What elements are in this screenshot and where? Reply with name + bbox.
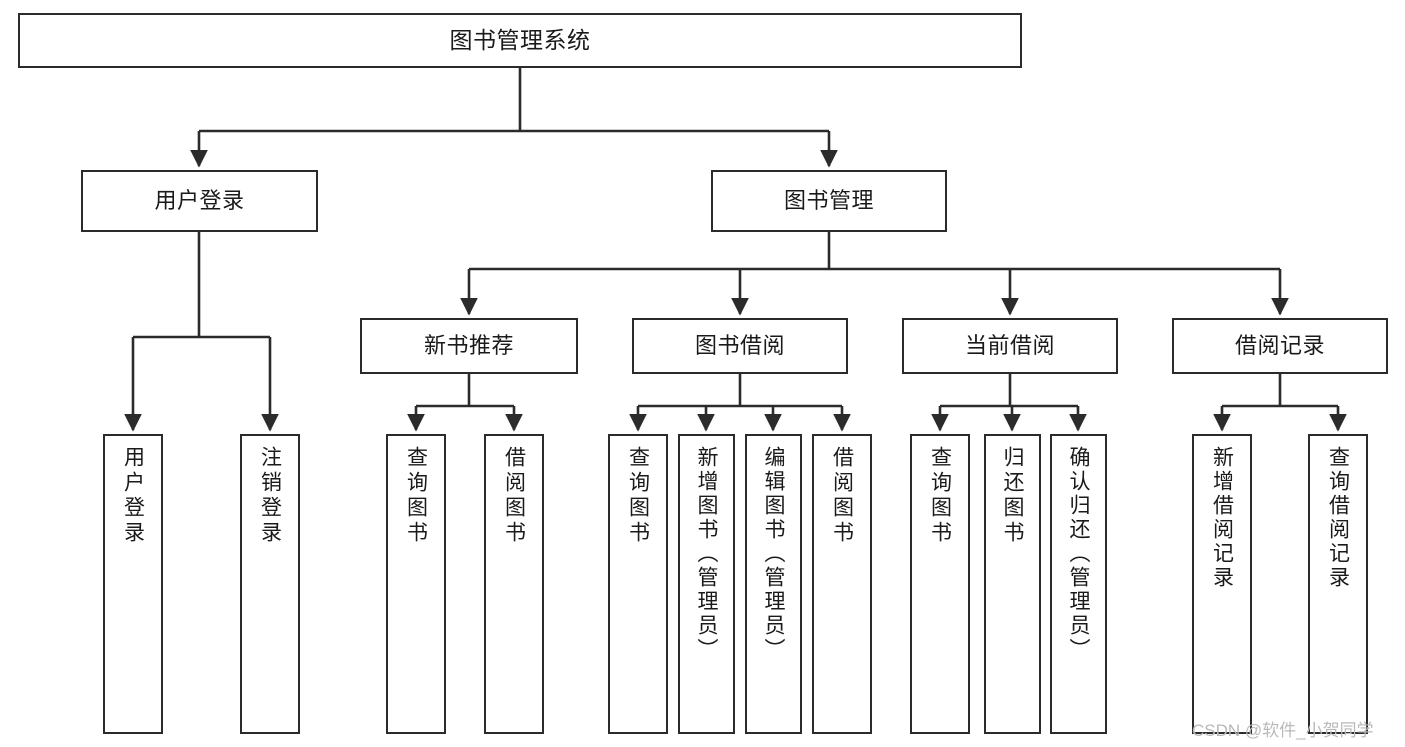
node-leaf-return-book[interactable]: 归还图书 [984, 434, 1041, 734]
node-leaf-add-record[interactable]: 新增借阅记录 [1192, 434, 1252, 734]
node-leaf-confirm-return[interactable]: 确认归还（管理员） [1050, 434, 1107, 734]
node-leaf-user-login-label: 用户登录 [121, 446, 145, 546]
node-leaf-borrow-book-2[interactable]: 借阅图书 [812, 434, 872, 734]
node-leaf-query-book-1[interactable]: 查询图书 [386, 434, 446, 734]
node-leaf-query-book-2[interactable]: 查询图书 [608, 434, 668, 734]
node-borrow-record-label: 借阅记录 [1234, 333, 1325, 359]
node-leaf-borrow-book-1[interactable]: 借阅图书 [484, 434, 544, 734]
node-leaf-borrow-book-2-label: 借阅图书 [830, 446, 854, 546]
node-leaf-confirm-return-label: 确认归还（管理员） [1067, 446, 1090, 662]
node-leaf-user-login[interactable]: 用户登录 [103, 434, 163, 734]
node-borrow-record[interactable]: 借阅记录 [1172, 318, 1388, 374]
node-current-borrow-label: 当前借阅 [964, 333, 1055, 359]
node-leaf-query-book-3-label: 查询图书 [928, 446, 952, 546]
watermark: CSDN @软件_小贺同学 [1192, 721, 1374, 740]
node-user-login[interactable]: 用户登录 [81, 170, 318, 232]
node-leaf-add-book[interactable]: 新增图书（管理员） [678, 434, 735, 734]
node-book-manage[interactable]: 图书管理 [711, 170, 947, 232]
node-leaf-query-book-3[interactable]: 查询图书 [910, 434, 970, 734]
node-user-login-label: 用户登录 [154, 188, 245, 214]
node-leaf-borrow-book-1-label: 借阅图书 [502, 446, 526, 546]
node-root[interactable]: 图书管理系统 [18, 13, 1022, 68]
node-leaf-add-book-label: 新增图书（管理员） [695, 446, 718, 662]
node-leaf-query-record[interactable]: 查询借阅记录 [1308, 434, 1368, 734]
node-book-borrow-label: 图书借阅 [694, 333, 785, 359]
node-leaf-edit-book-label: 编辑图书（管理员） [762, 446, 785, 662]
node-leaf-add-record-label: 新增借阅记录 [1210, 446, 1234, 590]
node-new-book-recommend-label: 新书推荐 [423, 333, 514, 359]
node-leaf-query-record-label: 查询借阅记录 [1326, 446, 1350, 590]
node-leaf-user-logout-label: 注销登录 [258, 446, 282, 546]
node-current-borrow[interactable]: 当前借阅 [902, 318, 1118, 374]
node-leaf-query-book-2-label: 查询图书 [626, 446, 650, 546]
node-book-manage-label: 图书管理 [783, 188, 874, 214]
node-new-book-recommend[interactable]: 新书推荐 [360, 318, 578, 374]
node-leaf-edit-book[interactable]: 编辑图书（管理员） [745, 434, 802, 734]
node-root-label: 图书管理系统 [449, 26, 591, 53]
node-leaf-query-book-1-label: 查询图书 [404, 446, 428, 546]
node-leaf-user-logout[interactable]: 注销登录 [240, 434, 300, 734]
node-leaf-return-book-label: 归还图书 [1001, 446, 1024, 546]
node-book-borrow[interactable]: 图书借阅 [632, 318, 848, 374]
